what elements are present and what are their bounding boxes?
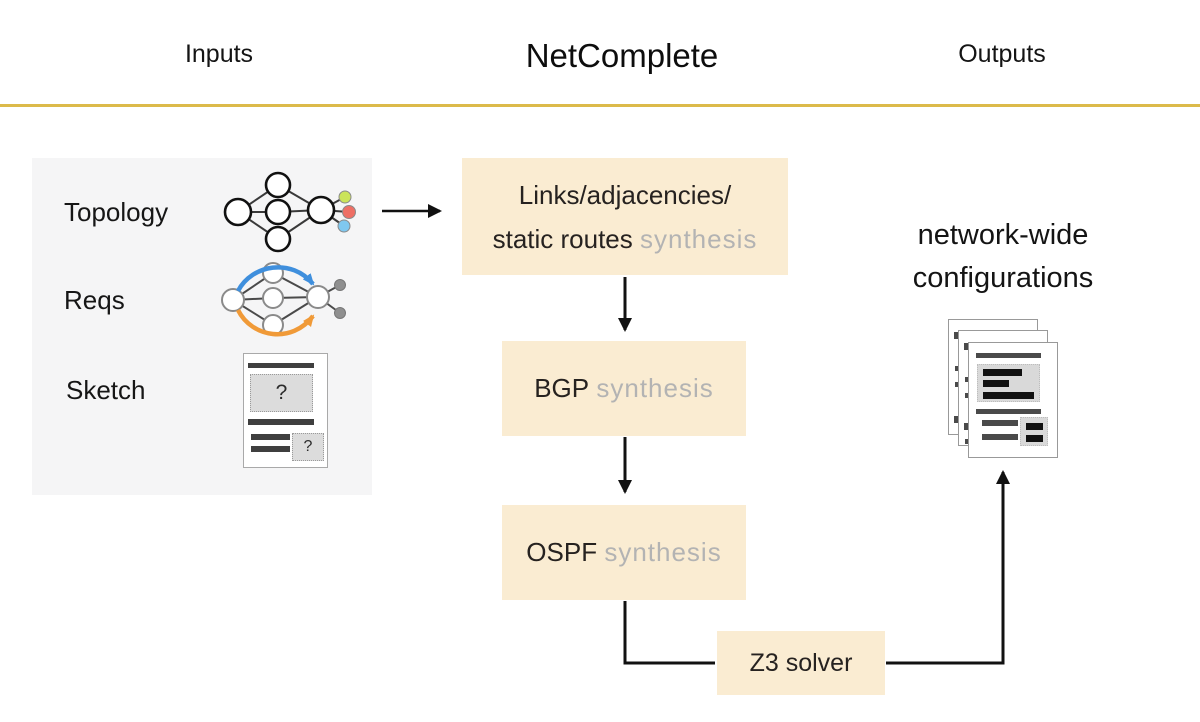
- header-divider-rule: [0, 104, 1200, 107]
- stage-ospf-synthesis: OSPF synthesis: [502, 505, 746, 600]
- topology-label: Topology: [64, 197, 169, 227]
- stage-bgp-synthesis: BGP synthesis: [502, 341, 746, 436]
- stage1-line2: static routes synthesis: [492, 223, 758, 254]
- leaf-node-blue: [337, 219, 351, 233]
- config-sketch-document-icon: ? ?: [243, 353, 328, 468]
- sketch-text-bar: [248, 363, 314, 368]
- sketch-text-bar: [248, 419, 314, 425]
- req-path-blue-arrow: [236, 265, 315, 293]
- output-caption-line2: configurations: [912, 262, 1094, 294]
- stage-links-static-routes: Links/adjacencies/ static routes synthes…: [462, 158, 788, 275]
- sketch-placeholder-box-2: ?: [292, 433, 324, 461]
- output-caption-line1: network-wide: [917, 219, 1089, 251]
- sketch-placeholder-box-1: ?: [250, 374, 313, 412]
- page-title: NetComplete: [525, 37, 719, 74]
- z3-solver-box: Z3 solver: [717, 631, 885, 695]
- arrow-solver-to-configs: [886, 470, 1010, 665]
- sketch-text-bar: [251, 434, 290, 440]
- req-path-orange-arrow: [235, 308, 315, 337]
- output-caption: network-wide configurations: [853, 214, 1153, 300]
- leaf-node-red: [342, 205, 356, 219]
- sketch-question-mark-1: ?: [275, 381, 288, 404]
- leaf-node-green: [338, 190, 352, 204]
- config-doc-front: [968, 342, 1058, 458]
- connector-ospf-to-solver: [623, 601, 715, 665]
- stage1-line1: Links/adjacencies/: [518, 179, 732, 210]
- sketch-label: Sketch: [66, 375, 146, 405]
- sketch-text-bar: [251, 446, 290, 452]
- inputs-column-header: Inputs: [184, 40, 254, 68]
- sketch-question-mark-2: ?: [303, 438, 313, 455]
- requirements-paths-graph-icon: [221, 262, 346, 337]
- outputs-column-header: Outputs: [958, 40, 1046, 68]
- reqs-label: Reqs: [64, 285, 125, 315]
- network-topology-graph-icon: [223, 171, 356, 253]
